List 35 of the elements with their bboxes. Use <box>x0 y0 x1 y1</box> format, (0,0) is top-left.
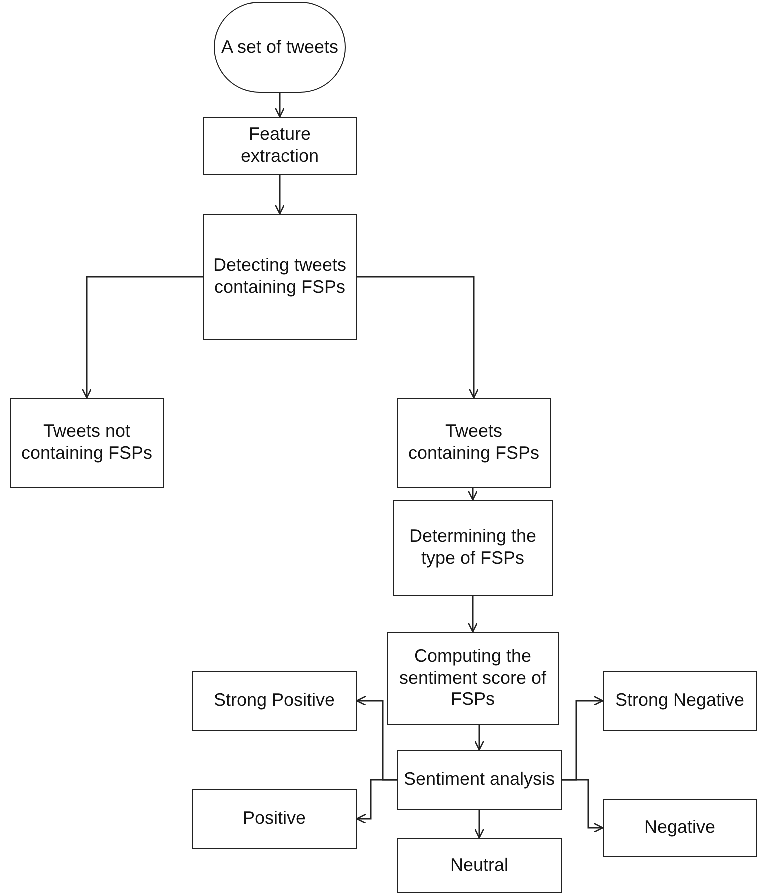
node-label: Strong Negative <box>615 690 745 712</box>
arrow <box>274 175 286 215</box>
node-label: Neutral <box>450 854 509 876</box>
arrow <box>474 810 485 839</box>
process-box <box>603 671 757 731</box>
node-label: Feature extraction <box>240 124 320 168</box>
process-box <box>387 632 559 725</box>
arrow <box>474 725 485 751</box>
process-box <box>192 671 357 731</box>
node-label: Tweets containing FSPs <box>407 421 541 465</box>
process-box <box>397 750 562 810</box>
node-label: Tweets not containing FSPs <box>20 421 154 465</box>
process-box <box>393 500 553 596</box>
arrow <box>468 596 478 633</box>
arrow <box>562 779 604 834</box>
process-box <box>397 838 562 893</box>
process-box <box>203 214 357 340</box>
node-label: Detecting tweets containing FSPs <box>212 255 348 299</box>
node-label: Positive <box>242 808 306 830</box>
process-box <box>10 398 164 488</box>
arrow <box>357 276 480 399</box>
node-label: Determining the type of FSPs <box>408 526 538 570</box>
node-label: A set of tweets <box>221 36 339 58</box>
node-label: Sentiment analysis <box>404 769 556 791</box>
process-box <box>397 398 551 488</box>
node-label: Negative <box>644 817 716 839</box>
arrow <box>274 93 286 118</box>
node-label: Computing the sentiment score of FSPs <box>398 646 548 711</box>
process-box <box>192 789 357 849</box>
arrow <box>82 276 203 399</box>
process-box <box>203 117 357 175</box>
arrow <box>356 779 397 824</box>
arrow <box>468 488 478 501</box>
process-box <box>603 799 757 857</box>
node-label: Strong Positive <box>214 690 336 712</box>
